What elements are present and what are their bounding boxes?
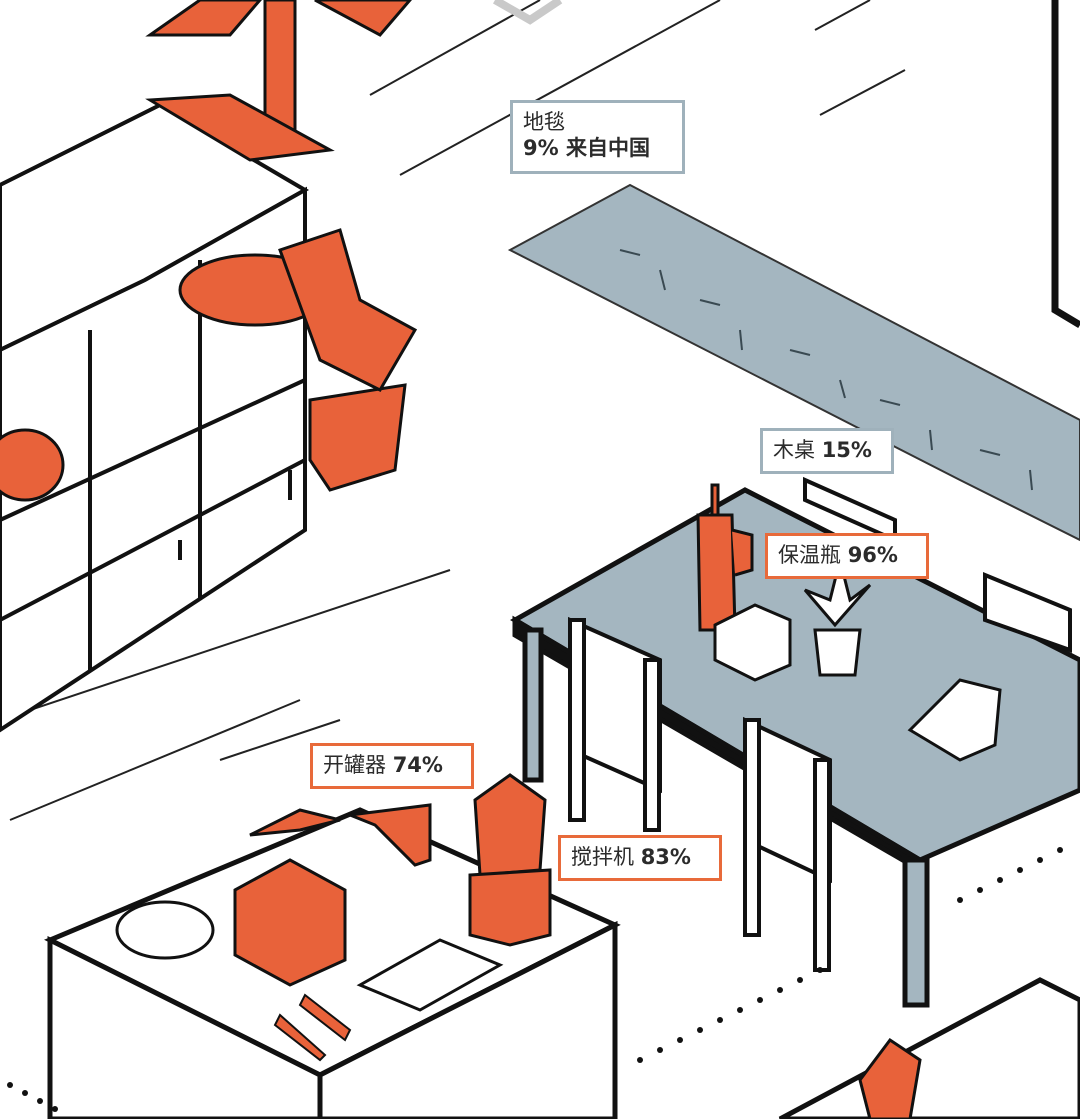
top-diamond [493, 0, 563, 25]
bowl [0, 428, 65, 502]
blender [468, 773, 552, 947]
label-flask-pct: 96% [847, 543, 898, 567]
plate [115, 900, 215, 960]
chairs [568, 476, 1072, 972]
plant-top [145, 0, 412, 162]
label-rug-name: 地毯 [523, 110, 565, 134]
cutlery [273, 993, 352, 1062]
label-flask-name: 保温瓶 [778, 543, 841, 567]
floor-dots [7, 847, 1063, 1112]
label-flask: 保温瓶 96% [765, 533, 929, 579]
label-blender-pct: 83% [640, 845, 691, 869]
label-blender: 搅拌机 83% [558, 835, 722, 881]
label-can-opener-name: 开罐器 [323, 753, 386, 777]
tools [249, 803, 432, 867]
label-can-opener: 开罐器 74% [310, 743, 474, 789]
papers [907, 678, 1002, 762]
shelving-unit [0, 102, 310, 733]
label-wood-table-pct: 15% [821, 438, 872, 462]
label-blender-name: 搅拌机 [571, 845, 634, 869]
wall-frame [1051, 0, 1080, 329]
label-wood-table-name: 木桌 [773, 438, 815, 462]
rug-texture [619, 249, 1033, 491]
label-rug: 地毯 9% 来自中国 [510, 100, 685, 174]
label-wood-table: 木桌 15% [760, 428, 894, 474]
tissue-box [713, 603, 792, 682]
lower-counter [778, 977, 1080, 1119]
plant-side [178, 228, 418, 492]
floor-lines [0, 0, 906, 821]
knife-block [858, 1037, 922, 1119]
toaster [233, 858, 347, 987]
sink [356, 938, 504, 1012]
label-rug-stat: 9% 来自中国 [523, 136, 650, 160]
label-can-opener-pct: 74% [392, 753, 443, 777]
flask [696, 483, 754, 632]
rug [507, 183, 1080, 542]
